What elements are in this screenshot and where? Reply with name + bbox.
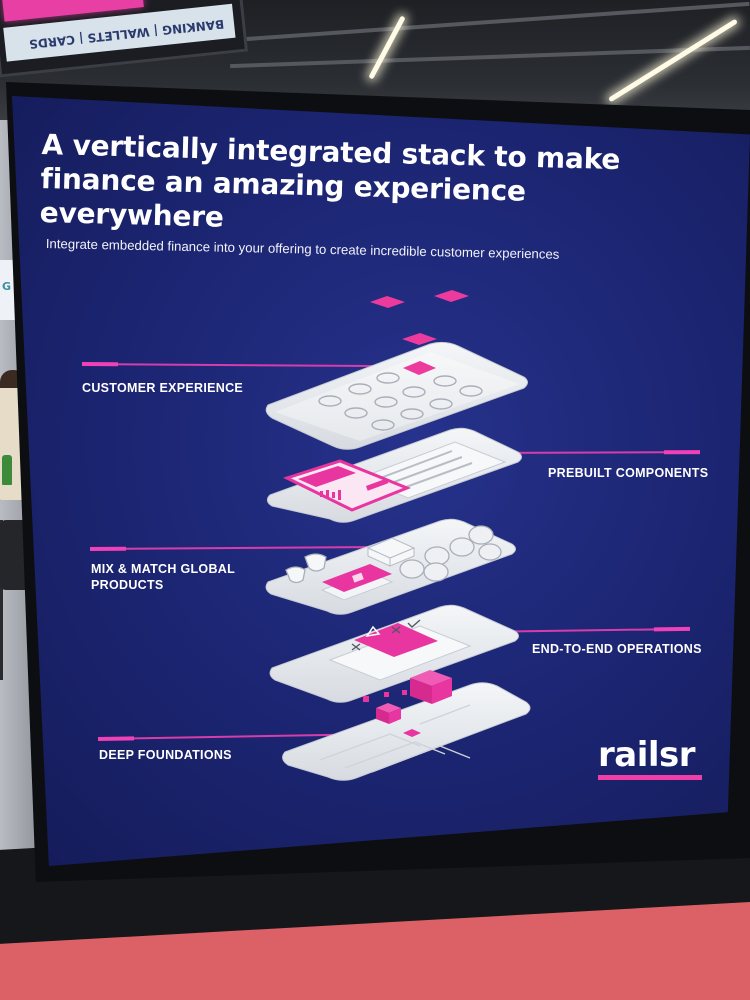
label-customer-experience: CUSTOMER EXPERIENCE [82, 380, 243, 396]
label-text: PRODUCTS [91, 578, 164, 593]
layer-prebuilt-components [266, 427, 522, 523]
label-deep-foundations: DEEP FOUNDATIONS [99, 747, 232, 763]
layer-customer-experience [265, 341, 528, 450]
layer-deep-foundations [282, 670, 531, 781]
bottle [2, 455, 12, 485]
floating-pink-tiles [370, 290, 469, 345]
label-text: MIX & MATCH GLOBAL [91, 562, 236, 576]
label-text: CUSTOMER EXPERIENCE [82, 381, 244, 395]
label-text: END-TO-END OPERATIONS [532, 642, 702, 656]
railsr-logo: railsr [598, 735, 696, 775]
railsr-logo-underline [598, 775, 702, 780]
label-text: DEEP FOUNDATIONS [99, 748, 232, 762]
layer-mix-match-global-products [265, 518, 516, 615]
layer-end-to-end-operations [269, 604, 519, 703]
label-text: PREBUILT COMPONENTS [548, 466, 709, 480]
label-end-to-end-operations: END-TO-END OPERATIONS [532, 641, 702, 657]
label-prebuilt-components: PREBUILT COMPONENTS [548, 465, 708, 481]
label-mix-match-global-products: MIX & MATCH GLOBAL PRODUCTS [91, 561, 235, 594]
pink-cubes [363, 670, 452, 737]
